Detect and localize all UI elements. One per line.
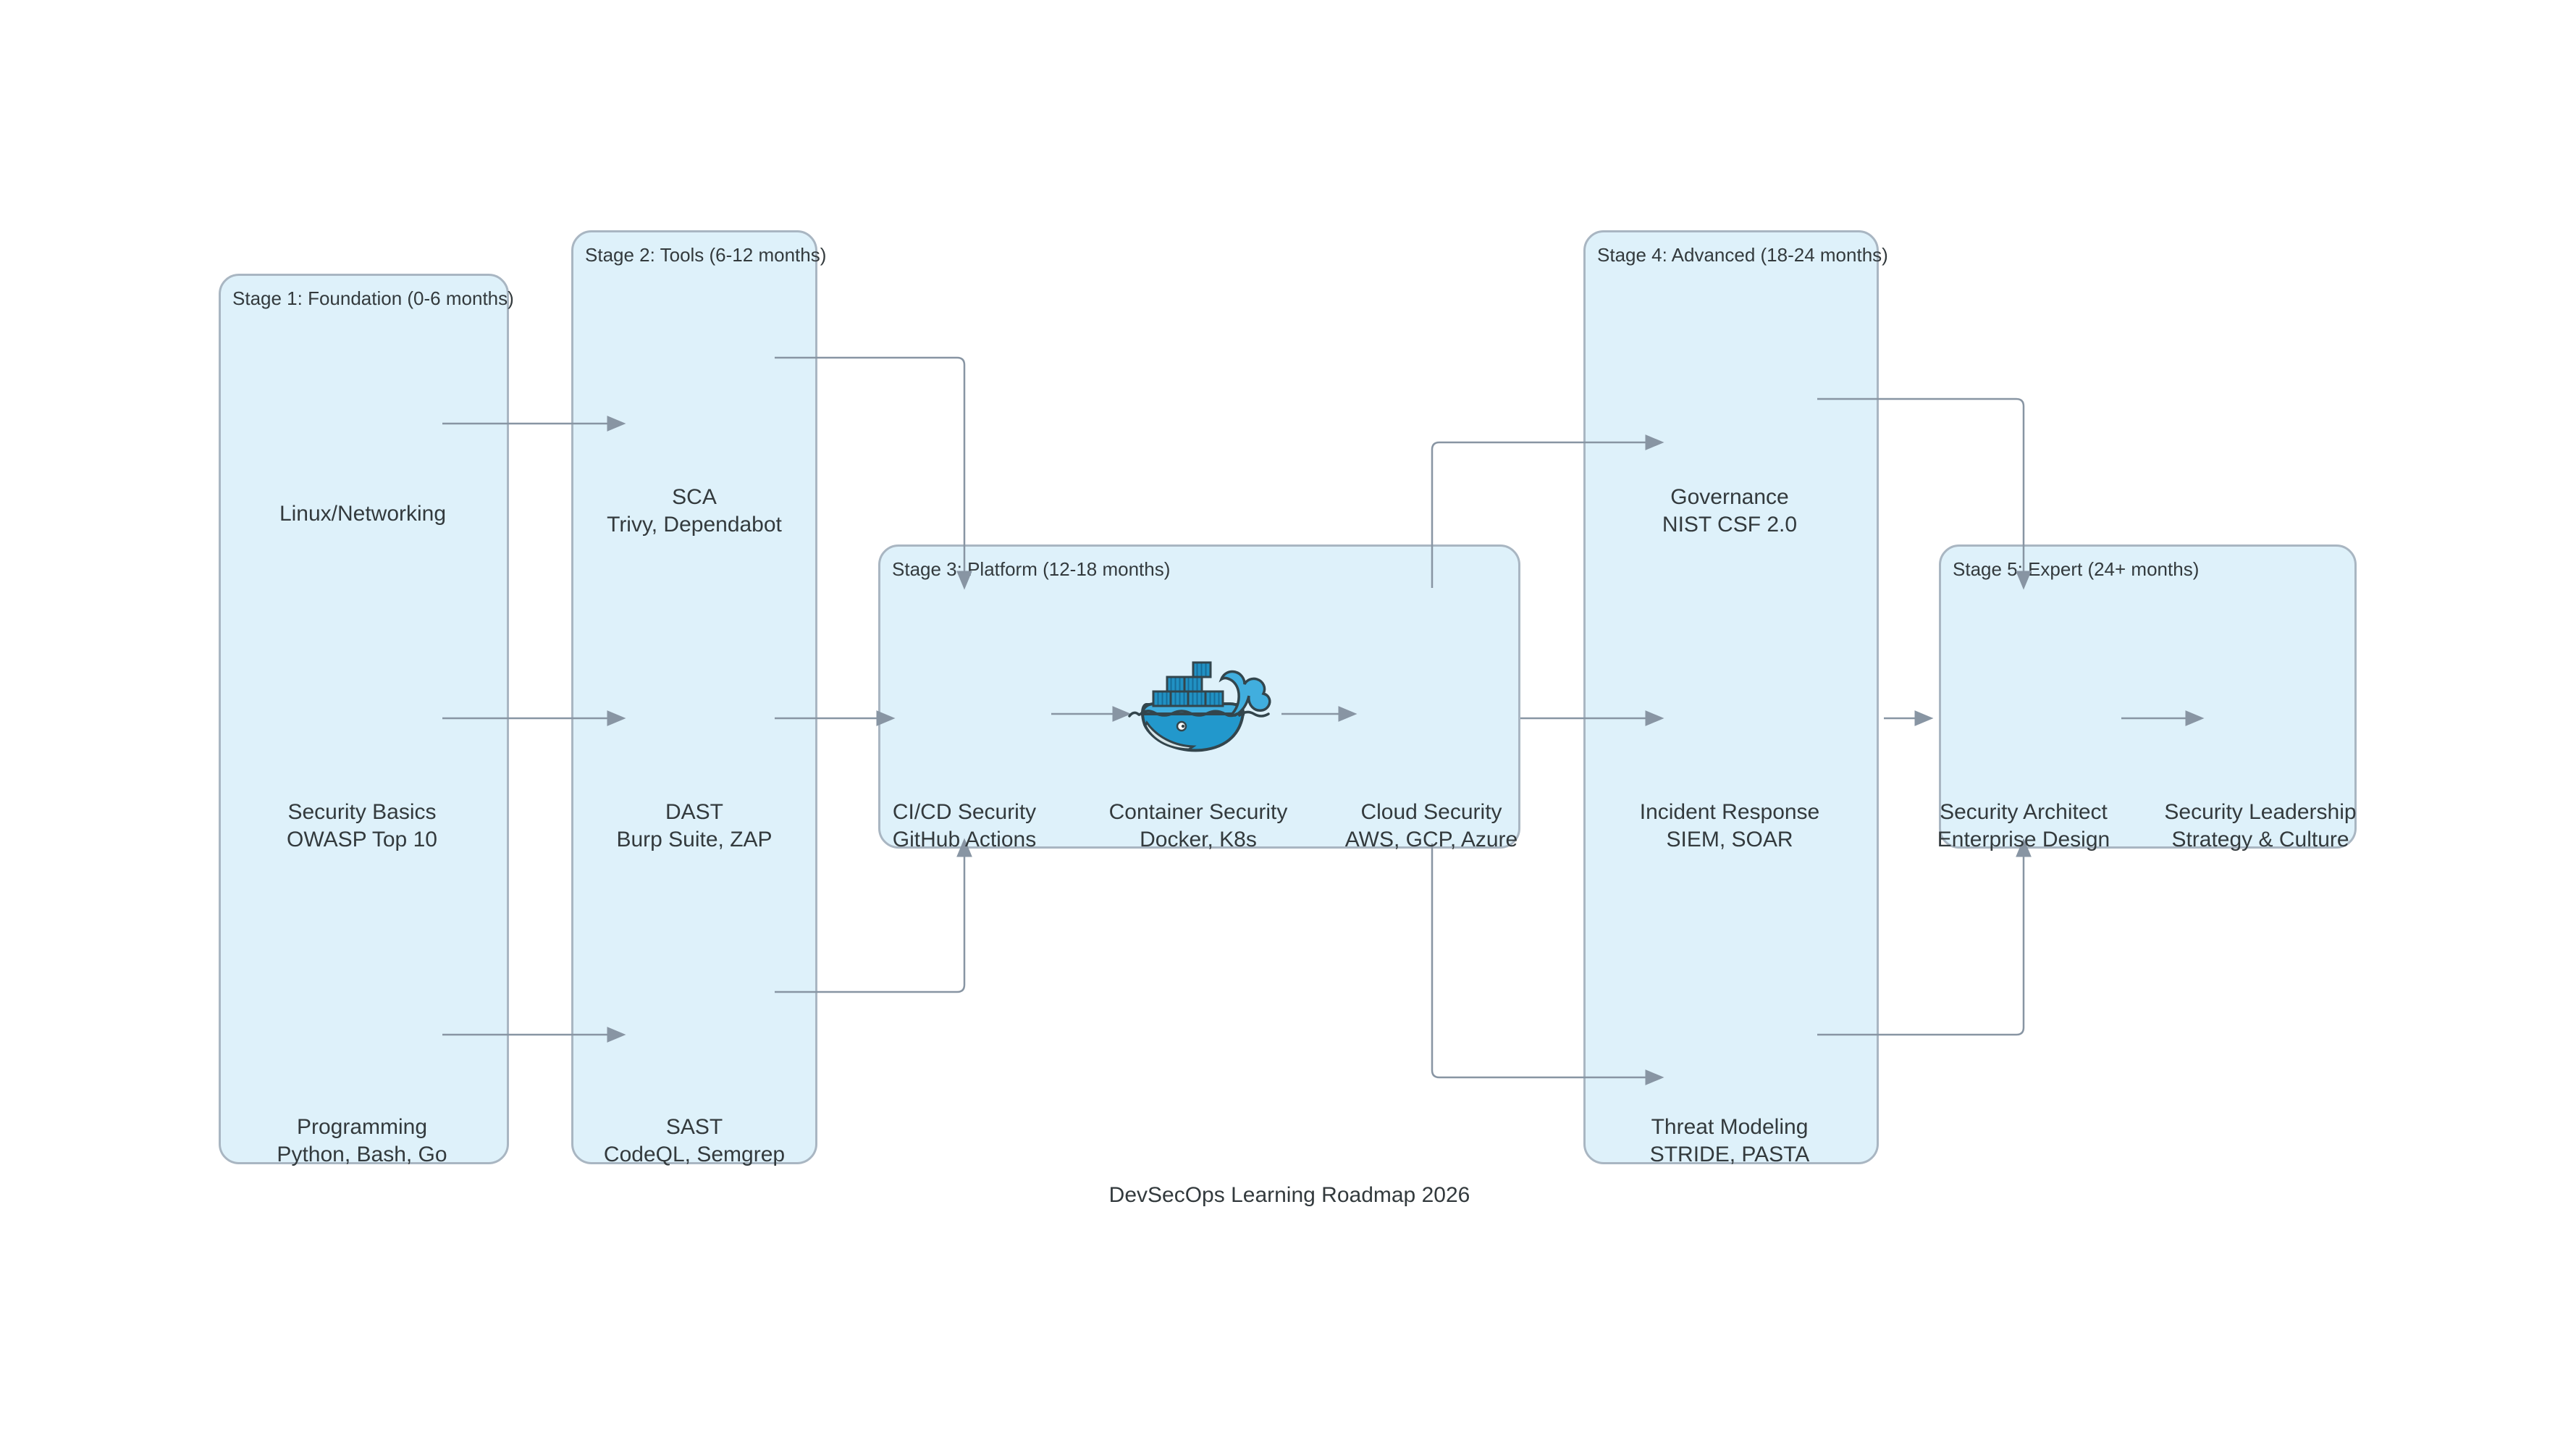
node-subtitle: Python, Bash, Go bbox=[277, 1143, 447, 1166]
node-security-basics: Security Basics OWASP Top 10 bbox=[287, 799, 437, 854]
node-title: CI/CD Security bbox=[892, 800, 1037, 824]
node-security-leadership: Security Leadership Strategy & Culture bbox=[2164, 799, 2356, 854]
node-title: Security Basics bbox=[287, 800, 437, 824]
node-cloud-security: Cloud Security AWS, GCP, Azure bbox=[1345, 799, 1518, 854]
whale-containers bbox=[1152, 661, 1224, 707]
node-subtitle: SIEM, SOAR bbox=[1666, 828, 1793, 851]
edge-threat-architect bbox=[1817, 838, 2032, 1036]
stage-1-label: Stage 1: Foundation (0-6 months) bbox=[232, 287, 514, 309]
node-subtitle: AWS, GCP, Azure bbox=[1344, 828, 1518, 851]
stage-2-label: Stage 2: Tools (6-12 months) bbox=[585, 244, 827, 266]
node-subtitle: STRIDE, PASTA bbox=[1649, 1143, 1810, 1166]
edge-governance-architect bbox=[1817, 398, 2032, 590]
docker-whale-icon bbox=[1128, 661, 1271, 752]
whale-waterline bbox=[1128, 710, 1270, 718]
node-title: DAST bbox=[665, 800, 724, 824]
node-title: Cloud Security bbox=[1360, 800, 1502, 824]
node-subtitle: CodeQL, Semgrep bbox=[603, 1143, 786, 1166]
node-dast: DAST Burp Suite, ZAP bbox=[616, 799, 772, 854]
node-title: SCA bbox=[672, 485, 717, 509]
node-sca: SCA Trivy, Dependabot bbox=[607, 484, 782, 539]
stage-5-label: Stage 5: Expert (24+ months) bbox=[1953, 558, 2200, 580]
node-threat-modeling: Threat Modeling STRIDE, PASTA bbox=[1650, 1114, 1810, 1169]
node-title: Linux/Networking bbox=[279, 502, 447, 526]
stage-4-advanced: Stage 4: Advanced (18-24 months) bbox=[1583, 230, 1888, 1164]
node-incident-response: Incident Response SIEM, SOAR bbox=[1640, 799, 1820, 854]
node-security-architect: Security Architect Enterprise Design bbox=[1937, 799, 2110, 854]
whale-tail bbox=[1218, 670, 1271, 717]
node-title: Programming bbox=[296, 1115, 428, 1139]
whale-pupil bbox=[1181, 724, 1185, 728]
node-title: Governance bbox=[1670, 485, 1789, 509]
stage-3-label: Stage 3: Platform (12-18 months) bbox=[892, 558, 1171, 580]
stage-4-label: Stage 4: Advanced (18-24 months) bbox=[1597, 244, 1888, 266]
node-title: Threat Modeling bbox=[1651, 1115, 1809, 1139]
node-governance: Governance NIST CSF 2.0 bbox=[1662, 484, 1797, 539]
edge-sca-cicd bbox=[775, 356, 972, 590]
edge-sast-cicd bbox=[775, 838, 972, 993]
node-subtitle: Strategy & Culture bbox=[2171, 828, 2349, 851]
node-title: Security Leadership bbox=[2164, 800, 2357, 824]
node-subtitle: Enterprise Design bbox=[1937, 828, 2110, 851]
edge-cloud-governance bbox=[1431, 434, 1664, 588]
node-subtitle: Trivy, Dependabot bbox=[607, 513, 782, 537]
node-subtitle: OWASP Top 10 bbox=[287, 828, 437, 851]
node-title: Incident Response bbox=[1639, 800, 1820, 824]
whale-chin bbox=[1144, 720, 1197, 751]
node-title: SAST bbox=[665, 1115, 723, 1139]
node-subtitle: GitHub Actions bbox=[892, 828, 1037, 851]
edge-cloud-threat bbox=[1431, 844, 1664, 1085]
node-linux-networking: Linux/Networking bbox=[279, 500, 446, 528]
stage-2-tools: Stage 2: Tools (6-12 months) bbox=[571, 230, 826, 1164]
stage-5-expert: Stage 5: Expert (24+ months) bbox=[1939, 544, 2357, 849]
node-title: Container Security bbox=[1108, 800, 1288, 824]
node-subtitle: NIST CSF 2.0 bbox=[1662, 513, 1798, 537]
diagram-title: DevSecOps Learning Roadmap 2026 bbox=[1108, 1183, 1470, 1207]
node-container-security: Container Security Docker, K8s bbox=[1109, 799, 1288, 854]
node-programming: Programming Python, Bash, Go bbox=[277, 1114, 447, 1169]
node-title: Security Architect bbox=[1940, 800, 2108, 824]
node-cicd-security: CI/CD Security GitHub Actions bbox=[893, 799, 1036, 854]
node-subtitle: Docker, K8s bbox=[1140, 828, 1257, 851]
node-subtitle: Burp Suite, ZAP bbox=[616, 828, 773, 851]
node-sast: SAST CodeQL, Semgrep bbox=[604, 1114, 785, 1169]
